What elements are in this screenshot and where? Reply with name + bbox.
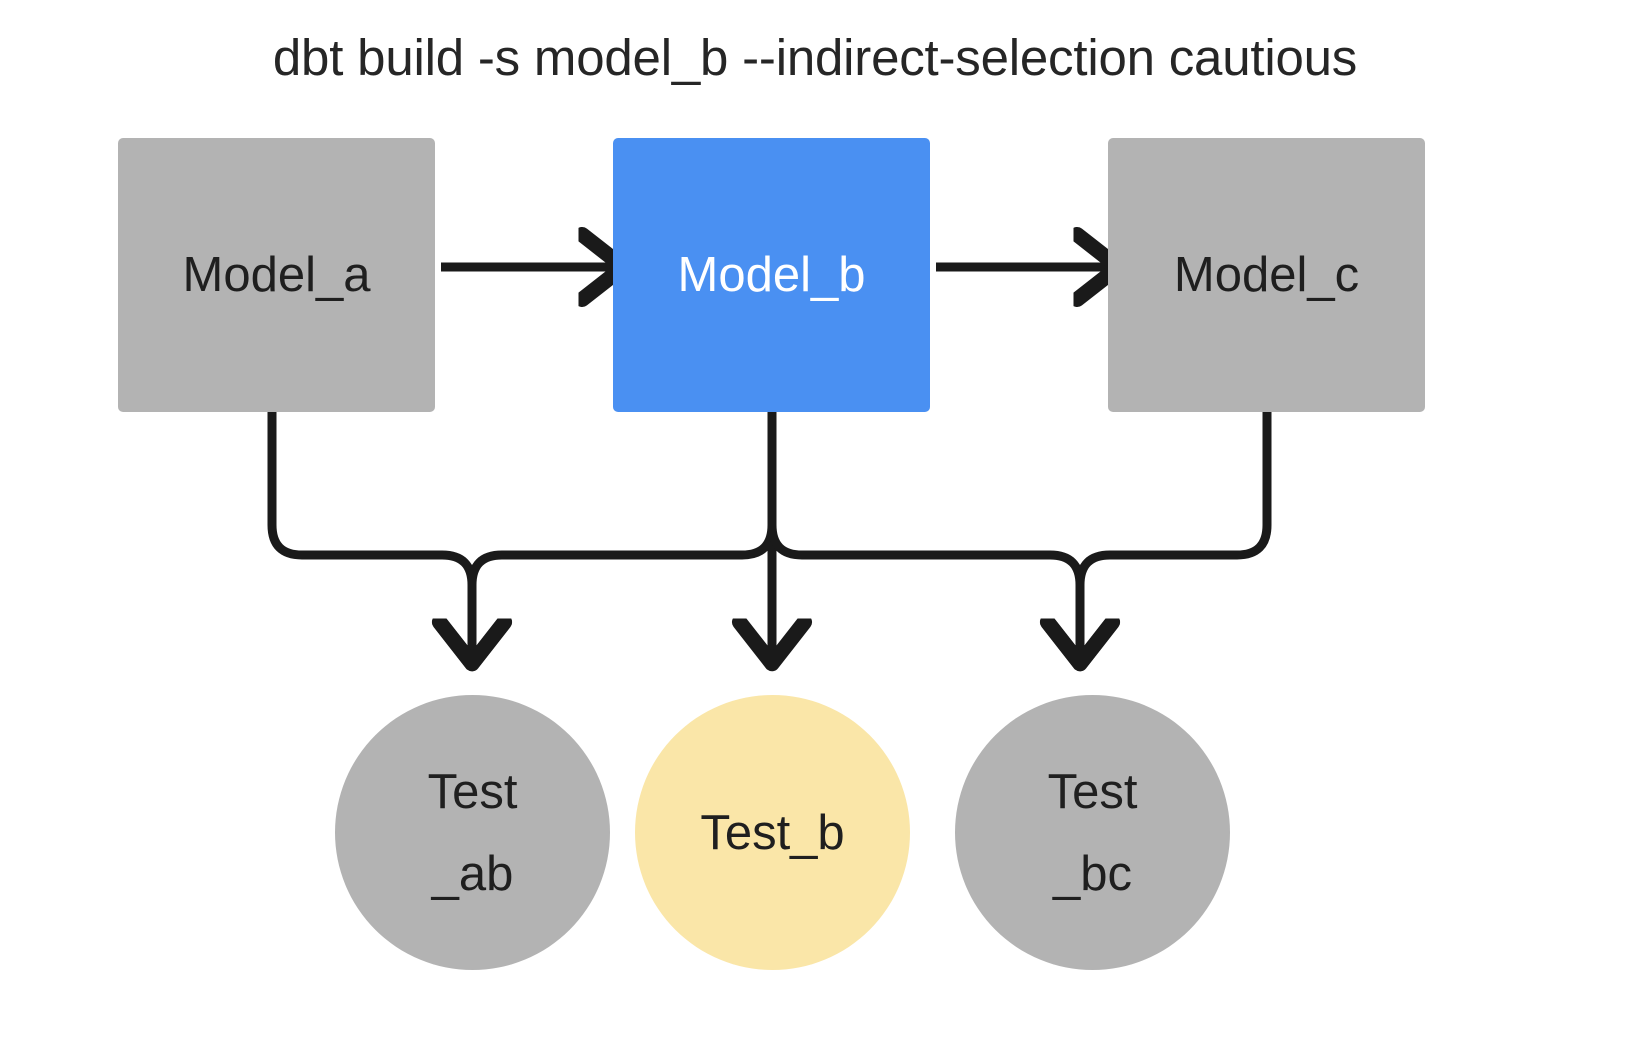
edge-model-a-to-test-ab xyxy=(267,412,472,660)
node-test-ab-label-line2: _ab xyxy=(431,846,514,901)
node-test-bc[interactable]: Test _bc xyxy=(955,695,1230,970)
node-test-bc-label-line1: Test xyxy=(1047,764,1138,819)
node-model-a-label: Model_a xyxy=(182,248,371,302)
node-test-b[interactable]: Test_b xyxy=(635,695,910,970)
node-test-bc-label-line2: _bc xyxy=(1052,846,1132,901)
node-model-b-label: Model_b xyxy=(677,248,866,302)
node-model-c-label: Model_c xyxy=(1173,248,1360,302)
node-test-ab[interactable]: Test _ab xyxy=(335,695,610,970)
edge-model-c-to-test-bc xyxy=(1080,412,1272,660)
node-test-b-label: Test_b xyxy=(700,805,845,860)
node-model-c[interactable]: Model_c xyxy=(1108,138,1425,412)
edge-model-b-to-test-ab xyxy=(472,412,777,660)
node-test-ab-label-line1: Test xyxy=(427,764,518,819)
node-model-a[interactable]: Model_a xyxy=(118,138,435,412)
node-model-b[interactable]: Model_b xyxy=(613,138,930,412)
edge-model-b-to-test-bc xyxy=(767,412,1080,660)
diagram-title: dbt build -s model_b --indirect-selectio… xyxy=(272,29,1358,86)
